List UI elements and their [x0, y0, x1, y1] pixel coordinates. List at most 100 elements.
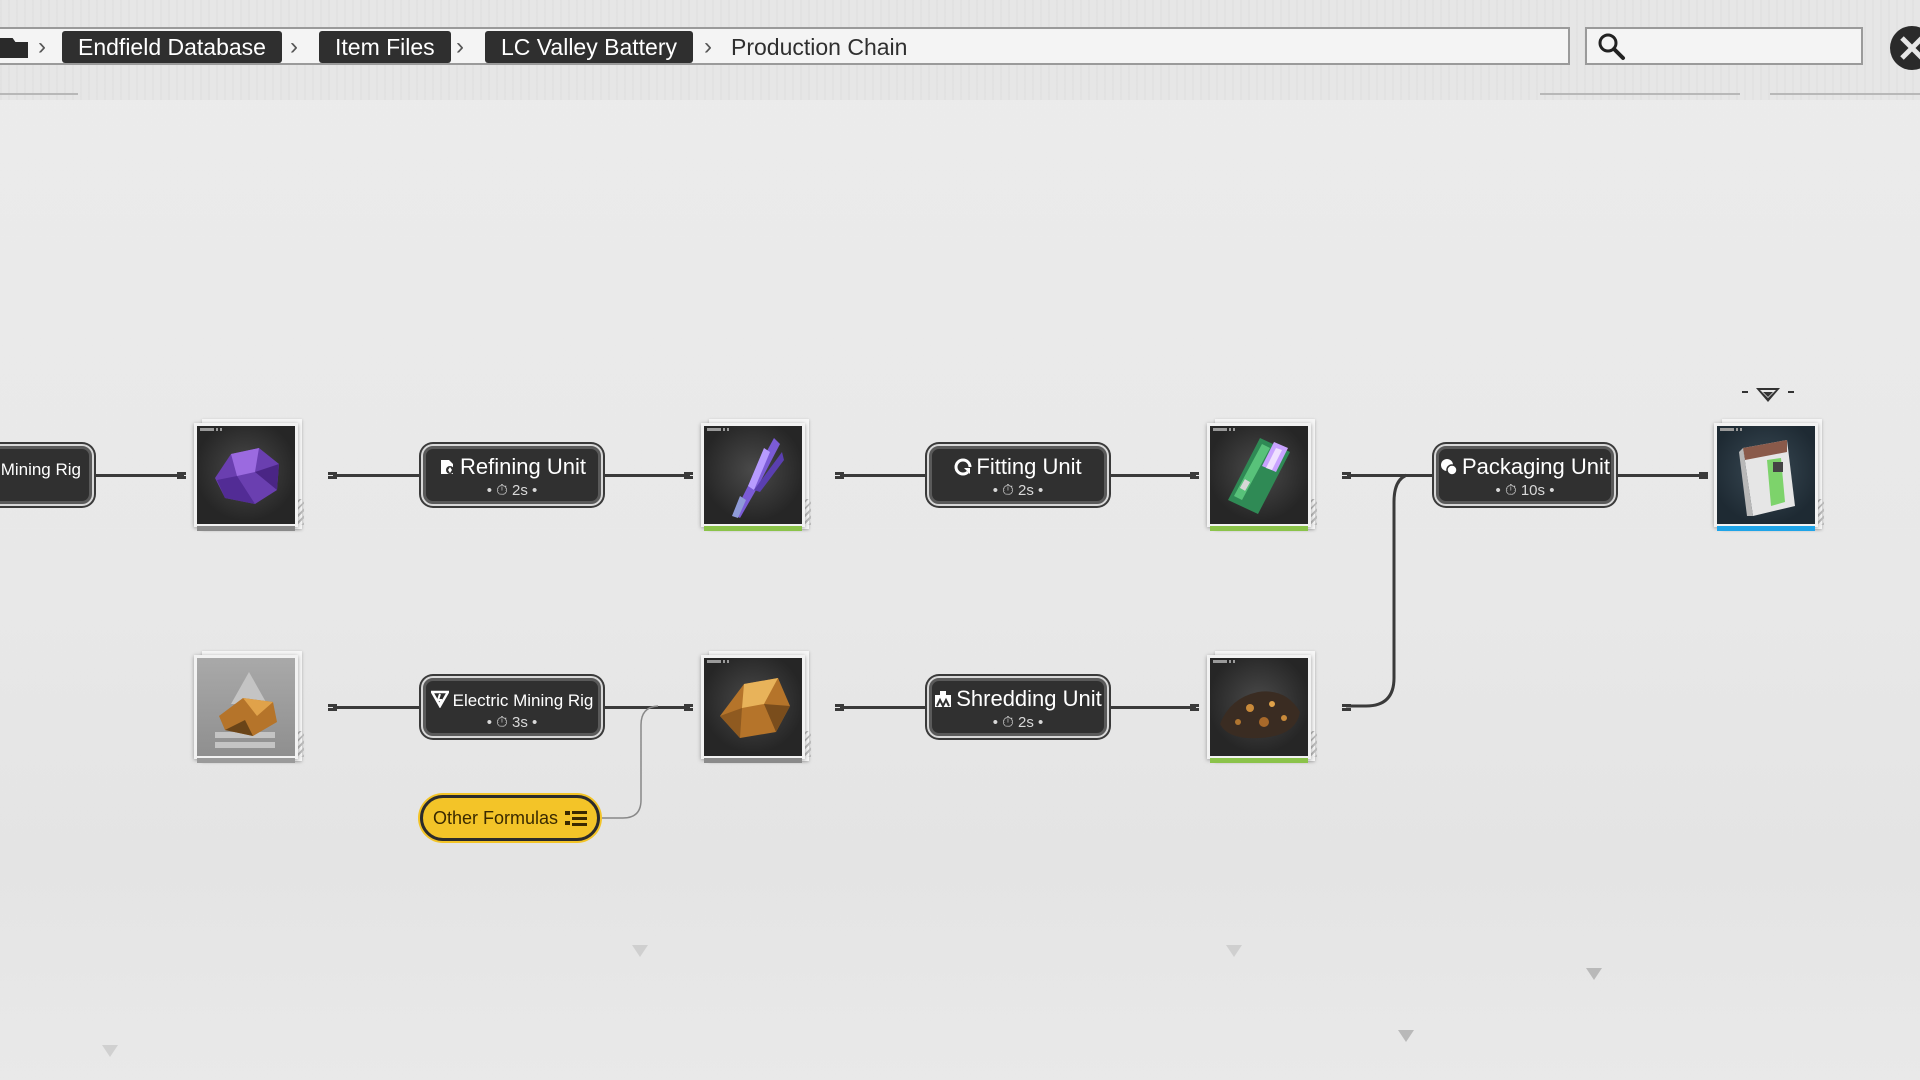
card-dots: [200, 428, 226, 431]
connector-line: [1613, 474, 1708, 477]
machine-time: 3s: [512, 714, 528, 731]
item-originium-powder[interactable]: [1207, 651, 1317, 763]
connector-line: [1106, 706, 1196, 709]
machine-time-row: • ⏱ 10s •: [1495, 482, 1555, 499]
machine-fitting-unit[interactable]: Fitting Unit • ⏱ 2s •: [929, 446, 1107, 504]
machine-name: Mining Rig: [0, 460, 81, 479]
breadcrumb-item-item-files[interactable]: Item Files: [319, 31, 451, 63]
list-icon: [565, 811, 588, 826]
breadcrumb-item-database[interactable]: Endfield Database: [62, 31, 282, 63]
merge-connector: [1346, 473, 1406, 708]
packaging-unit-icon: [1441, 459, 1458, 476]
connector-line: [600, 474, 690, 477]
item-originium-ore-source[interactable]: [194, 651, 304, 763]
item-lc-valley-battery[interactable]: [1714, 419, 1824, 531]
other-formulas-label: Other Formulas: [432, 808, 559, 828]
target-marker-icon: [1742, 388, 1794, 402]
machine-name-row: Packaging Unit: [1439, 454, 1611, 480]
connector-port: [177, 472, 186, 479]
background-decoration: [1226, 945, 1242, 957]
item-amethyst-part[interactable]: [1207, 419, 1317, 531]
refining-unit-icon: [441, 460, 455, 474]
machine-name: Packaging Unit: [1462, 454, 1610, 479]
fitting-unit-icon: [954, 458, 973, 476]
machine-name-row: Refining Unit: [426, 454, 598, 480]
chevron-right-icon: ›: [456, 33, 464, 60]
machine-name: Shredding Unit: [956, 686, 1102, 711]
connector-line: [333, 706, 423, 709]
machine-time-row: • ⏱ 2s •: [992, 482, 1044, 499]
divider: [1540, 93, 1740, 95]
connector-port: [328, 472, 337, 479]
breadcrumb-current: Production Chain: [731, 34, 908, 60]
connector-port: [684, 472, 693, 479]
item-originium-ore[interactable]: [701, 651, 811, 763]
search-input[interactable]: [1585, 27, 1863, 65]
machine-name: Fitting Unit: [976, 454, 1082, 479]
machine-time-row: • ⏱ 2s •: [992, 714, 1044, 731]
chevron-right-icon: ›: [290, 33, 298, 60]
machine-packaging-unit[interactable]: Packaging Unit • ⏱ 10s •: [1436, 446, 1614, 504]
amethyst-fiber-icon: [732, 438, 784, 518]
connector-port: [328, 704, 337, 711]
folder-icon[interactable]: [0, 38, 28, 58]
close-button[interactable]: [1890, 26, 1920, 70]
timer-icon: ⏱: [496, 482, 508, 499]
background-decoration: [1586, 968, 1602, 980]
background-decoration: [632, 945, 648, 957]
breadcrumb-item-lc-valley-battery[interactable]: LC Valley Battery: [485, 31, 693, 63]
rarity-strip: [1210, 758, 1308, 763]
amethyst-ore-icon: [215, 448, 279, 504]
connector-port: [684, 704, 693, 711]
machine-time-row: • ⏱ 3s •: [486, 714, 538, 731]
rarity-strip: [197, 758, 295, 763]
rarity-strip: [1717, 526, 1815, 531]
card-dots: [707, 428, 733, 431]
card-dots: [1720, 428, 1746, 431]
machine-name: Electric Mining Rig: [452, 691, 594, 710]
timer-icon: ⏱: [1504, 482, 1517, 499]
originium-powder-icon: [1220, 691, 1300, 739]
lc-valley-battery-icon: [1739, 440, 1795, 516]
rarity-strip: [197, 526, 295, 531]
connector-port: [835, 472, 844, 479]
machine-mining-rig[interactable]: Mining Rig: [0, 446, 92, 504]
connector-line: [1347, 474, 1437, 477]
divider: [0, 93, 78, 95]
connector-port: [1190, 704, 1199, 711]
amethyst-part-icon: [1228, 438, 1290, 514]
shredding-unit-icon: [935, 691, 952, 708]
connector-line: [1106, 474, 1196, 477]
mining-site-icon: [215, 672, 277, 748]
machine-name: Refining Unit: [460, 454, 586, 479]
rarity-strip: [1210, 526, 1308, 531]
card-dots: [1213, 428, 1239, 431]
originium-ore-icon: [720, 678, 790, 738]
close-icon: [1900, 36, 1920, 60]
connector-port: [835, 704, 844, 711]
timer-icon: ⏱: [496, 714, 508, 731]
chevron-right-icon: ›: [38, 33, 46, 60]
card-dots: [707, 660, 733, 663]
electric-mining-rig-icon: [430, 690, 449, 708]
connector-line: [840, 706, 930, 709]
machine-electric-mining-rig[interactable]: Electric Mining Rig • ⏱ 3s •: [423, 678, 601, 736]
chevron-right-icon: ›: [704, 33, 712, 60]
background-decoration: [1398, 1030, 1414, 1042]
connector-port: [1342, 472, 1351, 479]
machine-refining-unit[interactable]: Refining Unit • ⏱ 2s •: [423, 446, 601, 504]
item-amethyst-fiber[interactable]: [701, 419, 811, 531]
machine-name-row: Shredding Unit: [932, 686, 1104, 712]
item-amethyst-ore[interactable]: [194, 419, 304, 531]
card-dots: [1213, 660, 1239, 663]
connector-line: [840, 474, 930, 477]
divider: [1770, 93, 1920, 95]
connector-port: [1190, 472, 1199, 479]
formula-connector: [600, 705, 658, 819]
machine-shredding-unit[interactable]: Shredding Unit • ⏱ 2s •: [929, 678, 1107, 736]
machine-name-row: Fitting Unit: [932, 454, 1104, 480]
machine-time: 2s: [1018, 482, 1034, 499]
other-formulas-button[interactable]: Other Formulas: [420, 795, 600, 841]
connector-line: [600, 706, 690, 709]
connector-line: [333, 474, 423, 477]
